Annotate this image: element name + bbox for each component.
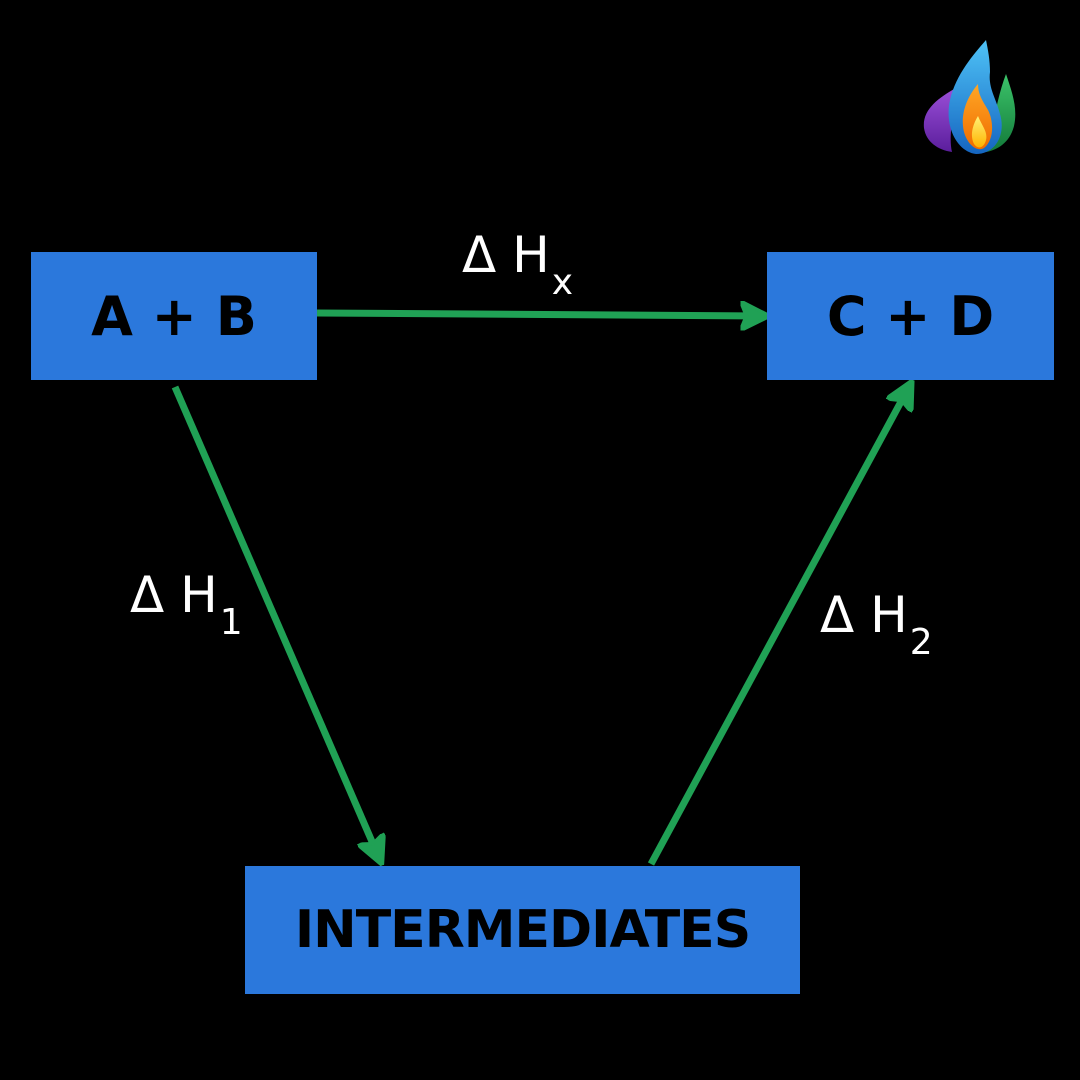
reactants-box: A + B (31, 252, 317, 380)
products-box: C + D (767, 252, 1054, 380)
delta-h-symbol: Δ H (130, 566, 218, 624)
arrow-step1 (171, 385, 380, 860)
delta-h-subscript: 1 (219, 602, 243, 643)
delta-h-symbol: Δ H (462, 226, 550, 284)
products-label: C + D (826, 284, 995, 348)
intermediates-label: INTERMEDIATES (294, 900, 751, 960)
reactants-label: A + B (91, 284, 257, 348)
delta-h-1-label: Δ H1 (130, 570, 243, 641)
delta-h-symbol: Δ H (820, 586, 908, 644)
arrow-direct (316, 313, 764, 316)
delta-h-subscript: x (551, 262, 574, 303)
intermediates-box: INTERMEDIATES (245, 866, 800, 994)
delta-h-x-label: Δ Hx (462, 230, 573, 301)
flame-logo-icon (923, 40, 1016, 154)
delta-h-subscript: 2 (909, 622, 933, 663)
delta-h-2-label: Δ H2 (820, 590, 933, 661)
arrow-step2 (647, 385, 910, 866)
